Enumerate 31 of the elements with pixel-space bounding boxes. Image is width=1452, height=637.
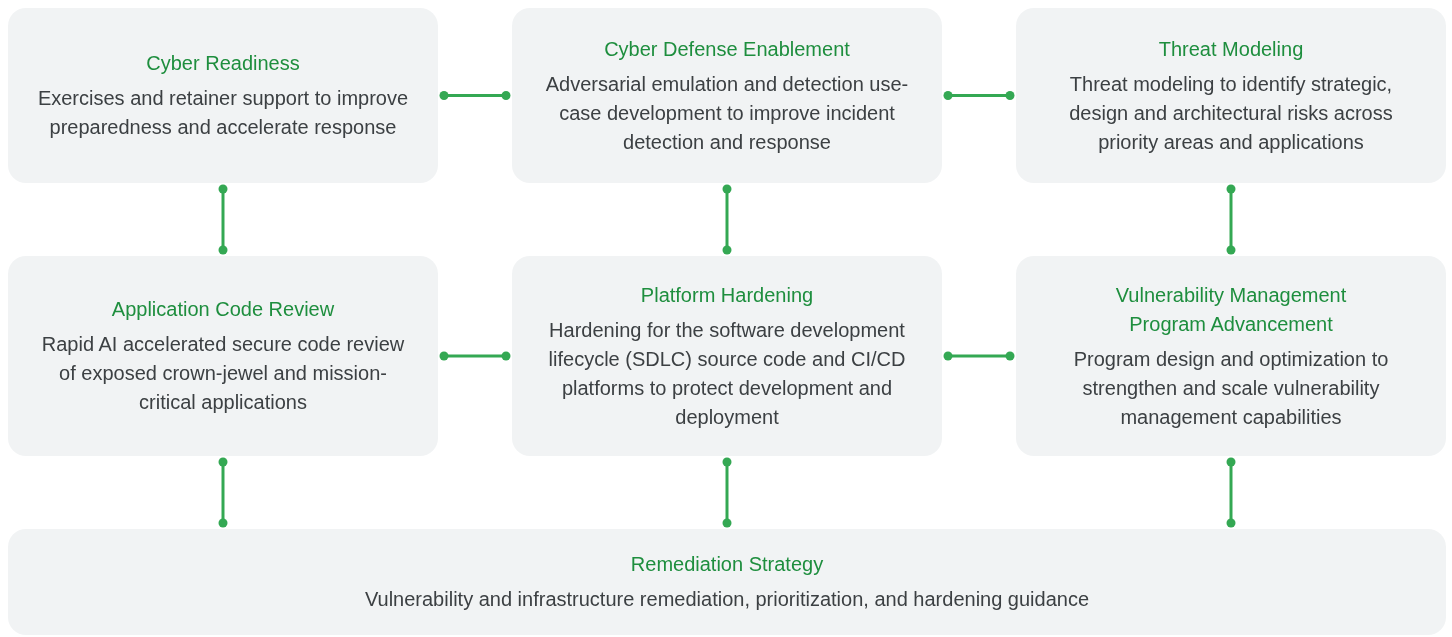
- service-card: [512, 8, 942, 183]
- card-title: Vulnerability Management Program Advancement: [1114, 282, 1348, 337]
- service-card: [1016, 8, 1446, 183]
- connector-line: [439, 351, 511, 361]
- service-card: [8, 8, 438, 183]
- connector-line: [722, 184, 732, 255]
- connector-line: [722, 457, 732, 528]
- card-title: Application Code Review: [111, 297, 335, 322]
- service-card: [8, 529, 1446, 635]
- connector-line: [439, 91, 511, 100]
- service-card: [8, 256, 438, 456]
- service-card: [512, 256, 942, 456]
- card-description: Adversarial emulation and detection use-case development to improve incident detection and response: [544, 71, 910, 155]
- connector-line: [218, 457, 228, 528]
- card-description: Threat modeling to identify strategic, design and architectural risks across priority areas and applications: [1068, 71, 1394, 155]
- connector-line: [1226, 457, 1236, 528]
- card-description: Hardening for the software development lifecycle (SDLC) source code and CI/CD platforms to protect development and deployment: [547, 317, 907, 430]
- card-title: Remediation Strategy: [630, 552, 824, 577]
- card-description: Vulnerability and infrastructure remediation, prioritization, and hardening guidance: [364, 587, 1090, 612]
- connector-line: [943, 351, 1015, 361]
- card-title: Cyber Defense Enablement: [604, 36, 850, 62]
- service-card: [1016, 256, 1446, 456]
- connector-line: [218, 184, 228, 255]
- connector-line: [943, 91, 1015, 100]
- card-description: Exercises and retainer support to improve preparedness and accelerate response: [36, 86, 410, 140]
- card-description: Rapid AI accelerated secure code review of exposed crown-jewel and mission-critical applications: [40, 332, 406, 415]
- card-title: Threat Modeling: [1158, 36, 1304, 62]
- connector-line: [1226, 184, 1236, 255]
- card-title: Cyber Readiness: [146, 51, 300, 76]
- card-description: Program design and optimization to strengthen and scale vulnerability management capabilities: [1072, 346, 1390, 430]
- card-title: Platform Hardening: [640, 282, 814, 308]
